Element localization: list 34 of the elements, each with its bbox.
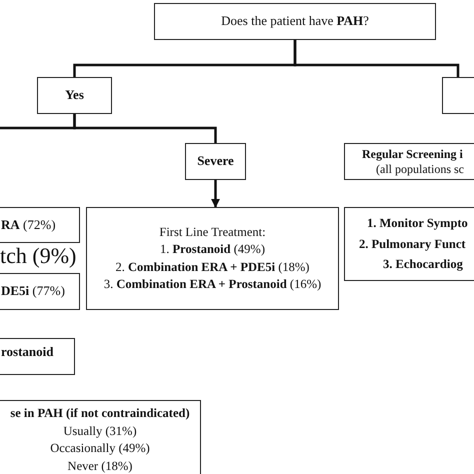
- box-text: 3. Combination ERA + Prostanoid (16%): [104, 276, 322, 293]
- box-text: 1. Monitor Sympto: [366, 215, 468, 232]
- question-box: [154, 3, 436, 40]
- box-text: rostanoid: [1, 343, 54, 361]
- treatment-box: [86, 207, 339, 310]
- usage-box: [0, 400, 201, 474]
- box-text: Occasionally (49%): [50, 440, 150, 457]
- box-text: 2. Combination ERA + PDE5i (18%): [116, 258, 310, 276]
- treatment-box: [0, 273, 80, 310]
- box-text: (all populations sc: [375, 162, 464, 176]
- screening-box: [344, 143, 474, 180]
- answer-box: [442, 77, 474, 114]
- treatment-box: [0, 338, 75, 375]
- box-text: Severe: [197, 152, 234, 170]
- box-heading: se in PAH (if not contraindicated): [10, 405, 190, 422]
- box-text: 2. Pulmonary Funct: [359, 236, 466, 253]
- box-text: DE5i (77%): [1, 282, 65, 300]
- box-text: 1. Prostanoid (49%): [160, 241, 265, 258]
- box-text: Yes: [65, 86, 84, 104]
- connector-line: [73, 114, 217, 143]
- box-text: 3. Echocardiog: [382, 256, 463, 274]
- box-heading: First Line Treatment:: [159, 224, 266, 240]
- box-text: RA (72%): [1, 216, 56, 234]
- box-text: Usually (31%): [63, 422, 137, 440]
- connector-line: [294, 40, 460, 77]
- box-heading: Regular Screening i: [362, 146, 463, 162]
- arrow: [211, 180, 220, 208]
- box-text: Never (18%): [68, 458, 132, 474]
- treatment-text: tch (9%): [0, 243, 76, 269]
- treatment-box: [0, 207, 80, 243]
- severity-box: [185, 143, 246, 180]
- monitoring-box: [344, 207, 474, 281]
- box-text: Does the patient have PAH?: [221, 12, 369, 30]
- answer-box: [37, 77, 112, 114]
